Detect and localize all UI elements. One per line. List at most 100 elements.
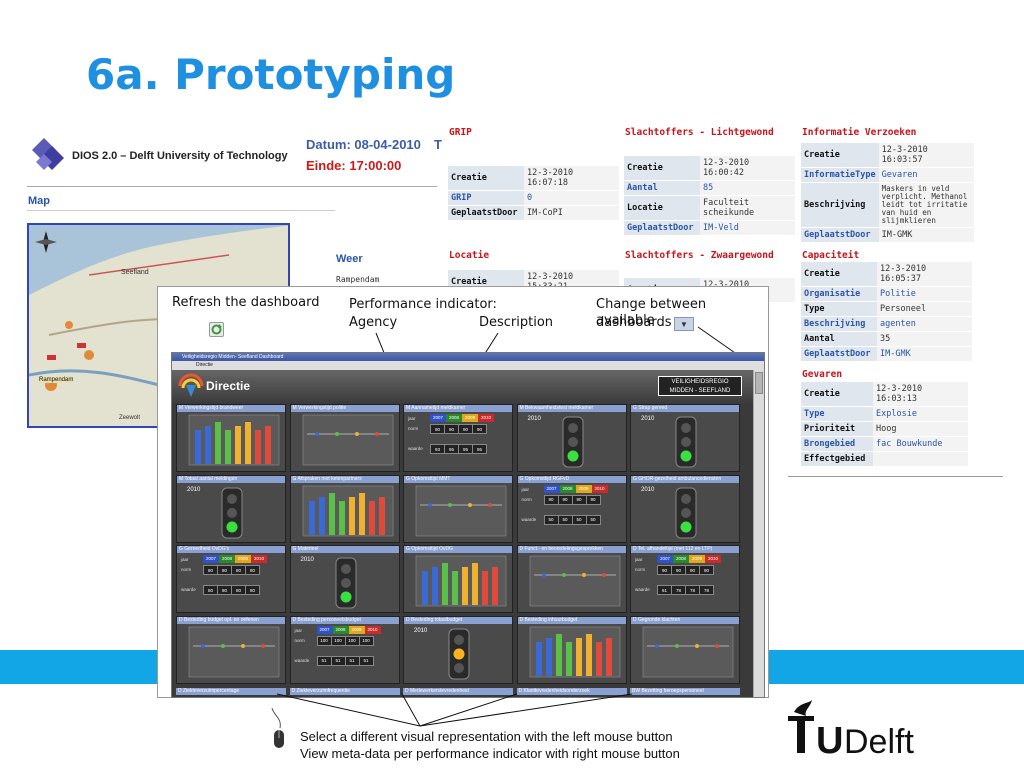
value-cell: 95 — [472, 444, 487, 454]
norm-cell: 100 — [316, 635, 332, 646]
value-cell: 50 — [543, 514, 559, 525]
kpi-tile[interactable]: D Gegronde klachten — [630, 615, 740, 684]
mouse-icon — [270, 707, 288, 750]
dios-logo — [30, 136, 70, 176]
kpi-tile-label: D Besteding totaalbudget — [404, 616, 512, 624]
year-cell: 2009 — [689, 555, 705, 563]
kpi-tile[interactable]: G Opkomsttijd MMT — [403, 474, 513, 543]
traffic-light-year: 2010 — [414, 627, 428, 634]
kpi-tile-label[interactable]: BW Bezetting beroepspersoneel — [630, 688, 740, 695]
value-cell: 50 — [557, 514, 573, 525]
menu-item-directie[interactable]: Directie — [196, 362, 213, 368]
kpi-tile[interactable]: D Besteding inhuurbudget — [516, 615, 627, 684]
row-label: jaar — [408, 416, 416, 421]
value-cell: 51 — [330, 655, 346, 666]
kpi-tile[interactable]: G Afspraken met ketenpartners — [289, 474, 400, 543]
map-place-seefland: Seefland — [121, 269, 149, 276]
value-cell: 93 — [430, 444, 445, 454]
grip-title: GRIP — [449, 127, 472, 138]
year-cell: 2007 — [430, 414, 446, 422]
kpi-tile-label: G Opkomsttijd OvDG — [404, 546, 512, 553]
norm-cell: 80 — [245, 565, 260, 575]
kpi-tile[interactable]: M Verwerkingstijd politie — [289, 404, 400, 472]
weer-place: Rampendam — [336, 275, 380, 284]
refresh-icon[interactable] — [209, 322, 224, 337]
kpi-tile-label: G Opkomsttijd RGFvD — [517, 475, 626, 483]
row-label: norm — [635, 567, 646, 572]
capaciteit-title: Capaciteit — [802, 250, 860, 261]
kpi-tile-label[interactable]: D Medewerkerstevredenheid — [403, 688, 513, 695]
value-cell: 50 — [585, 514, 601, 525]
traffic-light-year: 2010 — [300, 557, 314, 563]
callout-perf-description: Description — [479, 315, 554, 330]
kpi-tile-label[interactable]: D Klanttevredenheidsonderzoek — [516, 688, 627, 695]
year-cell: 2008 — [332, 625, 349, 634]
header-divider — [27, 186, 437, 187]
dashboard-dropdown-icon[interactable]: ▼ — [674, 317, 694, 331]
traffic-light-year: 2010 — [187, 486, 201, 493]
kpi-tile-label[interactable]: D Ziekteverzuimpercentage — [176, 688, 286, 695]
einde-label: Einde: 17:00:00 — [306, 158, 402, 173]
norm-cell: 100 — [358, 635, 374, 646]
callout-refresh: Refresh the dashboard — [172, 295, 320, 310]
kpi-tile[interactable]: D Funct.- en beoordelingsgesprekken — [516, 545, 627, 613]
row-label: norm — [294, 637, 305, 643]
row-label: waarde — [635, 587, 650, 592]
map-place-rampendam: Rampendam — [39, 377, 74, 383]
row-label: waarde — [294, 657, 310, 663]
norm-cell: 80 — [217, 565, 232, 575]
kpi-tile-label: M Totaal aantal meldingen — [177, 475, 285, 483]
kpi-tile[interactable]: M Verwerkingstijd brandweer — [176, 404, 286, 472]
kpi-tile-label: D Besteding inhuurbudget — [517, 616, 626, 624]
kpi-tile-label: D Gegronde klachten — [631, 616, 739, 624]
kpi-tile-label: G Afspraken met ketenpartners — [290, 475, 399, 483]
row-label: jaar — [521, 486, 530, 492]
year-cell: 2009 — [575, 484, 592, 493]
kpi-tile-label: G Gereedheid OvDG's — [177, 546, 285, 553]
kpi-tile[interactable]: D Besteding totaalbudget 2010 — [403, 615, 513, 684]
year-cell: 2007 — [316, 625, 333, 634]
kpi-tile-label: G Strap gereed — [631, 405, 739, 412]
directie-logo-icon — [178, 373, 204, 399]
norm-cell: 90 — [472, 424, 487, 434]
norm-cell: 80 — [231, 565, 246, 575]
kpi-tile[interactable]: D Besteding budget opl. en oefenen — [176, 615, 286, 684]
footnote-line1: Select a different visual representation… — [300, 729, 673, 744]
kpi-tile-label: D Tel. afhandeltijd (met 112 en LTP) — [631, 546, 739, 553]
app-header: Directie VEILIGHEIDSREGIO MIDDEN - SEEFL… — [172, 370, 754, 403]
norm-cell: 90 — [585, 494, 601, 505]
kpi-tile[interactable]: M Totaal aantal meldingen 2010 — [176, 474, 286, 543]
kpi-tile[interactable]: G Strap gereed 2010 — [630, 404, 740, 472]
app-scrollbar[interactable] — [753, 370, 764, 697]
kpi-tile-label: G Opkomsttijd MMT — [404, 475, 512, 483]
kpi-tile[interactable]: G Opkomsttijd OvDG — [403, 545, 513, 613]
row-label: waarde — [181, 587, 196, 592]
year-cell: 2010 — [591, 484, 608, 493]
year-cell: 2007 — [657, 555, 673, 563]
year-cell: 2009 — [235, 555, 251, 563]
norm-cell: 80 — [203, 565, 218, 575]
datum-label: Datum: 08-04-2010 — [306, 137, 421, 152]
traffic-light-year: 2010 — [641, 416, 655, 422]
value-cell: 51 — [344, 655, 360, 666]
kpi-tile-label[interactable]: D Ziekteverzuimfrequentie — [289, 688, 400, 695]
kpi-tile[interactable]: D Tel. afhandeltijd (met 112 en LTP) 2007… — [630, 545, 740, 613]
